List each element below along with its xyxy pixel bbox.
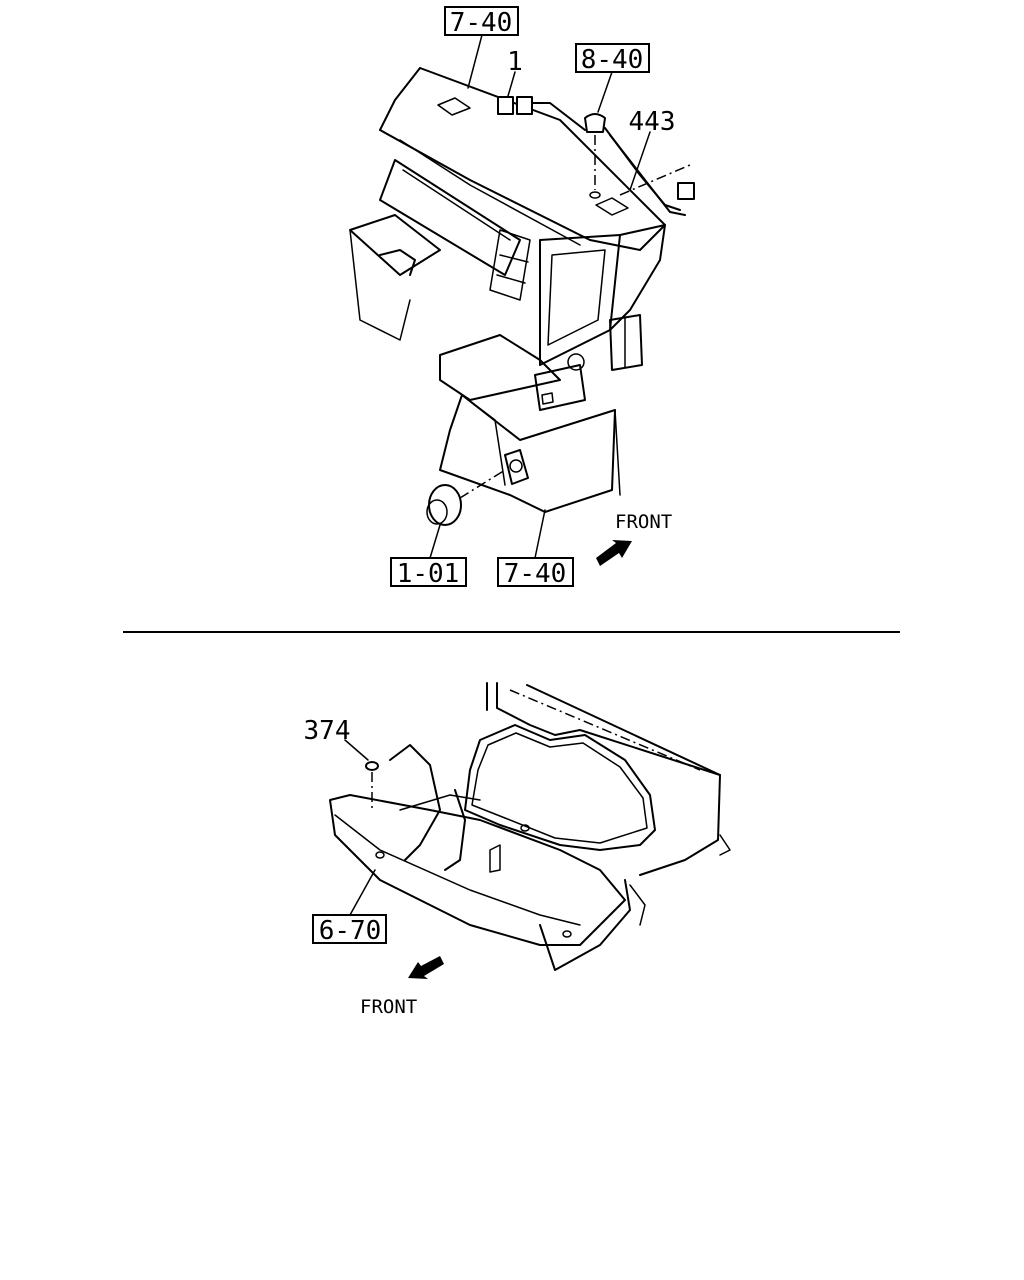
callout-ref-8-40[interactable]: 8-40 [581, 45, 644, 75]
callout-part-1[interactable]: 1 [507, 47, 523, 77]
top-callouts: 7-40 1 8-40 443 1-01 7-40 FRONT [390, 6, 676, 589]
front-label-bottom: FRONT [360, 996, 417, 1018]
callout-part-443[interactable]: 443 [629, 107, 676, 137]
callout-box-1-01 [390, 557, 467, 587]
callout-ref-bottom[interactable]: 7-40 [504, 559, 567, 589]
harness-connector-icon [677, 182, 695, 200]
callout-ref-1-01[interactable]: 1-01 [397, 559, 460, 589]
callout-box-ref-bottom [497, 557, 574, 587]
instrument-panel-drawing [349, 67, 695, 411]
knee-panel-drawing [426, 394, 621, 526]
front-arrow-bottom-icon [408, 956, 444, 979]
connector-a-icon [497, 96, 514, 115]
plug-part-icon [365, 761, 379, 771]
callout-part-374[interactable]: 374 [304, 716, 351, 746]
callout-box-6-70 [312, 914, 387, 944]
front-arrow-icon [596, 540, 632, 566]
bottom-callouts: 374 6-70 FRONT [304, 716, 444, 1018]
floor-panel-drawing [329, 682, 731, 971]
front-label-top: FRONT [615, 511, 672, 533]
callout-ref-top[interactable]: 7-40 [450, 8, 513, 38]
callout-ref-6-70[interactable]: 6-70 [319, 916, 382, 946]
callout-box-ref-top [444, 6, 519, 36]
clip-icon [584, 113, 606, 133]
connector-b-icon [516, 96, 533, 115]
